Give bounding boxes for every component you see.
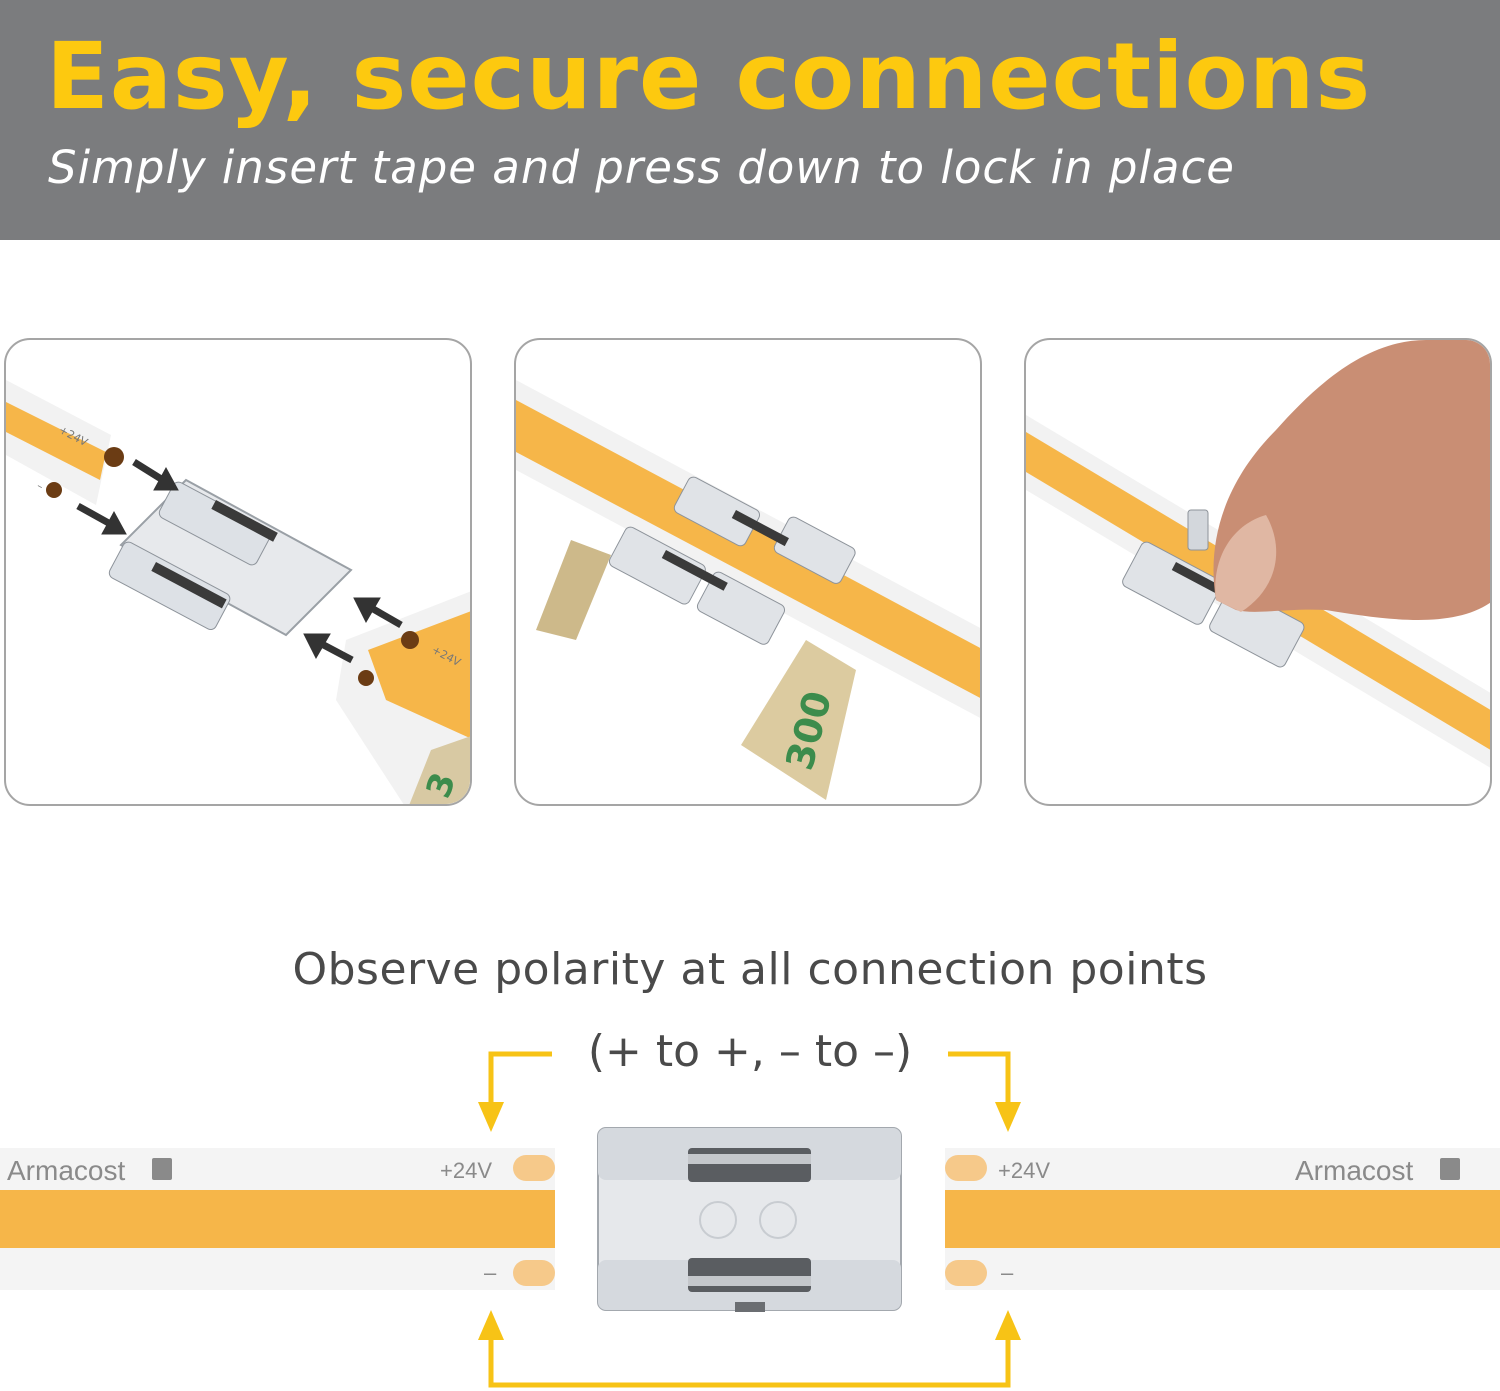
page-subtitle: Simply insert tape and press down to loc… xyxy=(48,141,1235,194)
tape-connector xyxy=(597,1127,902,1312)
led-tape-left: Armacost +24V – xyxy=(0,1148,555,1290)
led-tape-right: +24V – Armacost xyxy=(945,1148,1500,1290)
tape-strip-left: +24V – xyxy=(6,380,124,505)
polarity-guide-lines xyxy=(488,1051,1011,1388)
tape-minus-label-right: – xyxy=(1001,1260,1014,1285)
insert-arrows xyxy=(76,459,403,664)
step-panel-inserted: 300 xyxy=(514,338,982,806)
step-panel-press xyxy=(1024,338,1492,806)
polarity-title: Observe polarity at all connection point… xyxy=(292,944,1208,995)
tape-brand-label: Armacost xyxy=(7,1155,125,1186)
tape-plus-label: +24V xyxy=(440,1158,492,1183)
polarity-rule: (+ to +, – to –) xyxy=(587,1026,913,1077)
connector-open xyxy=(108,478,353,637)
tape-minus-label: – xyxy=(35,479,46,493)
polarity-diagram: Armacost +24V – +24V – Armacost xyxy=(0,1051,1500,1388)
tape-plus-label-right: +24V xyxy=(998,1158,1050,1183)
brand-logo-icon-right xyxy=(1440,1158,1460,1180)
header-banner: Easy, secure connections Simply insert t… xyxy=(0,0,1500,240)
tape-strip-right: +24V 3 xyxy=(336,591,470,804)
tape-strip xyxy=(516,380,980,718)
tape-brand-label-right: Armacost xyxy=(1295,1155,1413,1186)
page-title: Easy, secure connections xyxy=(46,23,1372,130)
adhesive-backing: 300 xyxy=(536,540,856,800)
step-panel-insert: +24V – +24V 3 xyxy=(4,338,472,806)
brand-logo-icon xyxy=(152,1158,172,1180)
polarity-arrowheads xyxy=(478,1102,1021,1340)
connector-inserted xyxy=(608,476,856,645)
finger xyxy=(1213,340,1490,620)
tape-minus-label: – xyxy=(484,1260,497,1285)
